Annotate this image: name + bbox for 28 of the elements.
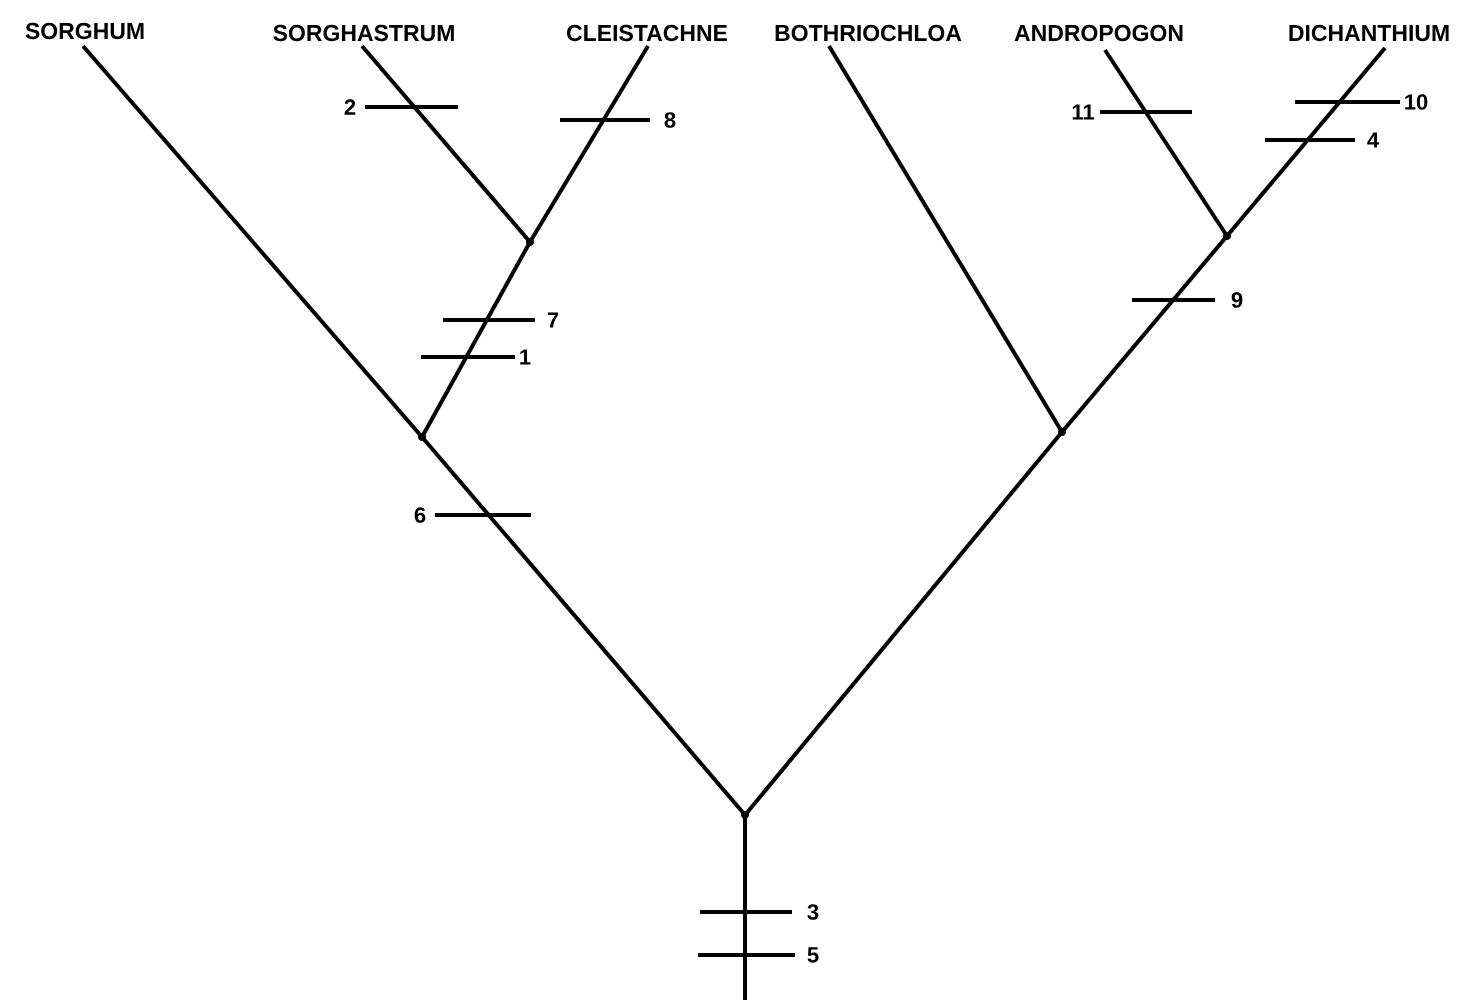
branch-line: [528, 44, 650, 244]
branch-line: [1225, 46, 1387, 238]
branch-line: [1060, 234, 1229, 434]
character-number: 10: [1405, 94, 1428, 110]
branch-line: [360, 44, 532, 244]
branch-line: [420, 435, 747, 817]
branch-line: [827, 44, 1064, 434]
taxon-label: BOTHRIOCHLOA: [775, 24, 962, 42]
branch-line: [420, 241, 532, 438]
character-number: 2: [344, 99, 356, 115]
character-number: 1: [520, 349, 531, 365]
character-number: 11: [1072, 104, 1094, 120]
character-number: 7: [547, 312, 559, 328]
branch-line: [743, 815, 747, 1000]
branch-line: [743, 430, 1064, 817]
character-number: 8: [664, 112, 676, 128]
branch-line: [81, 44, 424, 439]
branch-line: [1103, 48, 1229, 238]
taxon-label: ANDROPOGON: [1014, 24, 1183, 42]
character-number: 9: [1231, 292, 1243, 308]
character-number: 4: [1367, 132, 1379, 148]
character-number: 6: [414, 507, 426, 523]
character-number: 5: [807, 947, 819, 963]
taxon-label: CLEISTACHNE: [567, 24, 727, 42]
taxon-label: SORGHASTRUM: [273, 24, 454, 42]
taxon-label: SORGHUM: [25, 22, 144, 40]
character-number: 3: [807, 904, 819, 920]
taxon-label: DICHANTHIUM: [1289, 24, 1449, 42]
